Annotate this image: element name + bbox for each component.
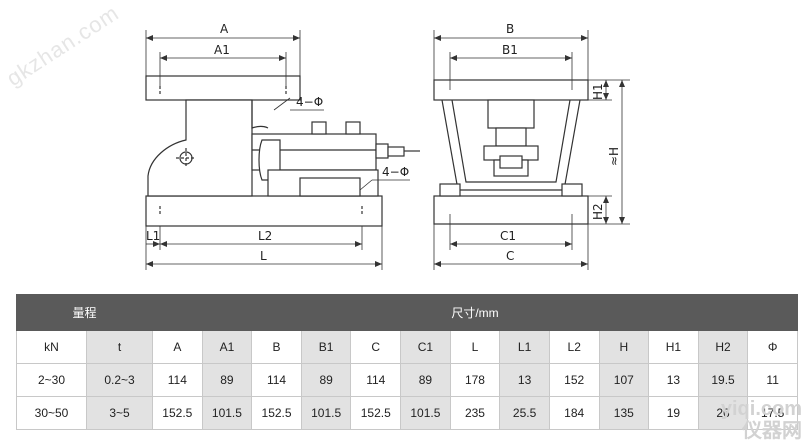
label-A: A xyxy=(220,22,229,36)
col-B1: B1 xyxy=(300,330,352,364)
cell-B1: 89 xyxy=(300,363,352,397)
top-plate-left xyxy=(145,75,301,101)
header-dimensions: 尺寸/mm xyxy=(152,294,798,331)
cell-C: 114 xyxy=(350,363,402,397)
label-H2: H2 xyxy=(591,203,605,220)
label-H: ≈H xyxy=(607,147,621,166)
cell-t: 3~5 xyxy=(85,396,154,430)
cell-B: 114 xyxy=(251,363,302,397)
col-L2: L2 xyxy=(548,330,600,364)
cell-H2: 26 xyxy=(697,396,749,430)
cell-A: 114 xyxy=(152,363,203,397)
col-A1: A1 xyxy=(201,330,253,364)
label-L1: L1 xyxy=(146,229,160,243)
cell-L1: 25.5 xyxy=(499,396,550,430)
cell-B: 152.5 xyxy=(251,396,302,430)
col-kN: kN xyxy=(16,330,87,364)
label-C1: C1 xyxy=(500,229,516,243)
cell-A1: 101.5 xyxy=(201,396,253,430)
label-B1: B1 xyxy=(502,43,518,57)
cell-L: 235 xyxy=(449,396,501,430)
top-plate-front xyxy=(433,79,589,101)
label-H1: H1 xyxy=(591,83,605,100)
cell-H1: 13 xyxy=(648,363,699,397)
cell-kN: 30~50 xyxy=(16,396,87,430)
spec-table: 量程 尺寸/mm kN t A A1 B B1 C C1 L L1 L2 H H… xyxy=(15,294,798,430)
cell-t: 0.2~3 xyxy=(85,363,154,397)
watermark-yiqi-bottom: 仪器网 xyxy=(742,420,802,442)
col-H2: H2 xyxy=(697,330,749,364)
label-L2: L2 xyxy=(258,229,272,243)
col-t: t xyxy=(85,330,154,364)
col-L: L xyxy=(449,330,501,364)
label-B: B xyxy=(506,22,514,36)
cell-L2: 152 xyxy=(548,363,600,397)
label-hole-bottom: 4−Φ xyxy=(382,165,409,179)
table-group-header: 量程 尺寸/mm xyxy=(15,294,798,331)
base-plate-left xyxy=(145,195,383,227)
cell-C1: 101.5 xyxy=(400,396,451,430)
cell-C: 152.5 xyxy=(350,396,402,430)
col-B: B xyxy=(251,330,302,364)
header-range: 量程 xyxy=(15,294,154,331)
base-plate-front xyxy=(433,195,589,225)
pedestal-body xyxy=(147,99,253,197)
cell-A: 152.5 xyxy=(152,396,203,430)
cell-H1: 19 xyxy=(648,396,699,430)
col-C1: C1 xyxy=(400,330,451,364)
cell-C1: 89 xyxy=(400,363,451,397)
watermark-yiqi-top: yiqi.com xyxy=(720,398,802,420)
cell-H: 135 xyxy=(598,396,650,430)
label-hole-top: 4−Φ xyxy=(296,95,323,109)
table-row: 30~50 3~5 152.5 101.5 152.5 101.5 152.5 … xyxy=(16,396,798,430)
cell-B1: 101.5 xyxy=(300,396,352,430)
left-side-view xyxy=(145,75,420,227)
col-L1: L1 xyxy=(499,330,550,364)
cell-phi: 11 xyxy=(747,363,798,397)
cell-H2: 19.5 xyxy=(697,363,749,397)
cell-L2: 184 xyxy=(548,396,600,430)
watermark-yiqi: yiqi.com 仪器网 xyxy=(721,398,802,442)
label-C: C xyxy=(506,249,514,263)
cell-kN: 2~30 xyxy=(16,363,87,397)
col-H: H xyxy=(598,330,650,364)
cell-A1: 89 xyxy=(201,363,253,397)
label-L: L xyxy=(260,249,267,263)
col-phi: Φ xyxy=(747,330,798,364)
col-C: C xyxy=(350,330,402,364)
table-column-header: kN t A A1 B B1 C C1 L L1 L2 H H1 H2 Φ xyxy=(16,330,798,364)
cell-phi: 17.5 xyxy=(747,396,798,430)
front-view xyxy=(433,79,589,225)
cell-L: 178 xyxy=(449,363,501,397)
col-A: A xyxy=(152,330,203,364)
cell-L1: 13 xyxy=(499,363,550,397)
label-A1: A1 xyxy=(214,43,230,57)
table-row: 2~30 0.2~3 114 89 114 89 114 89 178 13 1… xyxy=(16,363,798,397)
technical-drawing: A A1 4−Φ 4−Φ L1 L2 L xyxy=(145,22,630,270)
cell-H: 107 xyxy=(598,363,650,397)
col-H1: H1 xyxy=(648,330,699,364)
